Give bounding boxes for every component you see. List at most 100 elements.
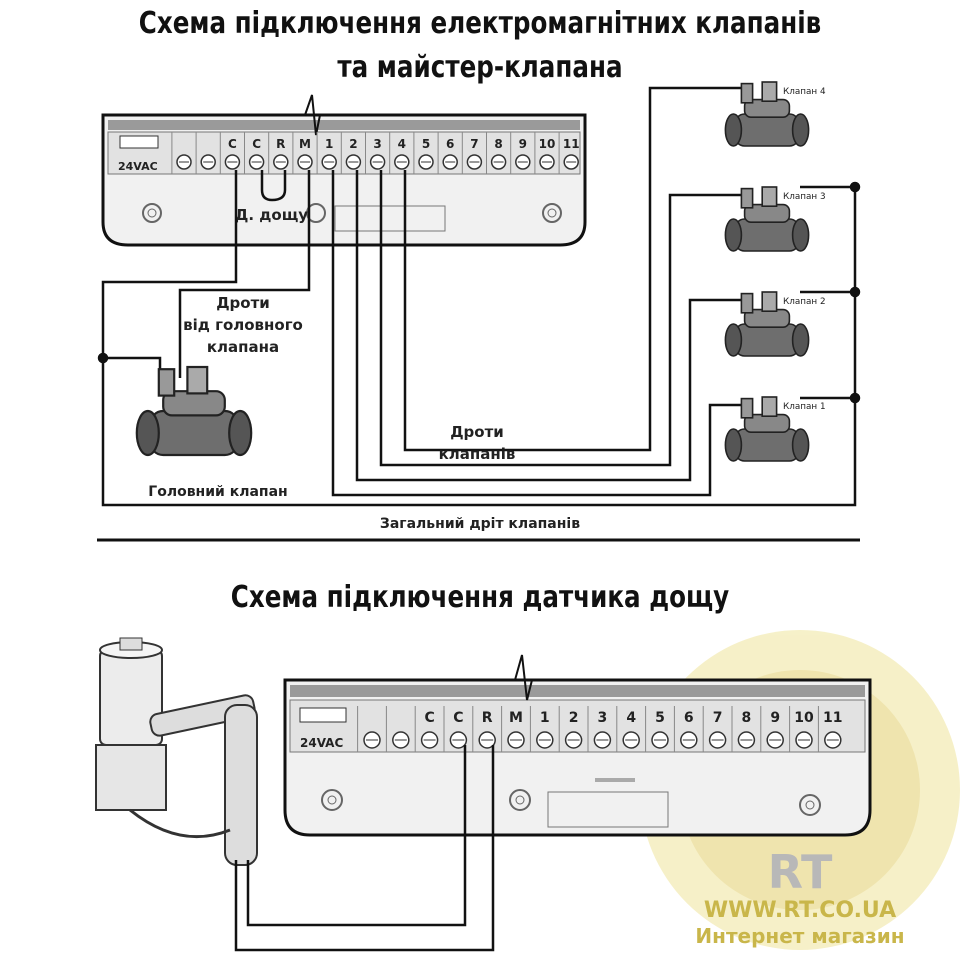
terminal-label: 6 [446, 137, 454, 151]
power-label: 24VAC [118, 160, 158, 173]
valve-wires-label-1: Дроти [450, 423, 504, 441]
top-terminal: 7 [461, 132, 483, 174]
rain-sensor [95, 637, 258, 866]
terminal-label: C [424, 710, 434, 726]
top-terminal: 6 [437, 132, 458, 174]
terminal-label: 3 [598, 710, 608, 726]
terminal-label: 10 [794, 710, 814, 726]
master-valve-wire [178, 170, 311, 378]
valve-2-wire [355, 170, 745, 482]
top-terminal: 2 [340, 132, 362, 174]
bottom-terminal: 4 [616, 706, 640, 752]
terminal-label: 10 [539, 137, 556, 151]
terminal-label: 2 [569, 710, 579, 726]
bottom-terminal: C [414, 706, 439, 752]
terminal-label: C [228, 137, 237, 151]
valve-3-wire [379, 170, 745, 467]
jumper-wire [260, 170, 287, 202]
valve-label: Клапан 4 [783, 87, 826, 97]
terminal-label: 11 [823, 710, 842, 726]
title-valves: Схема підключення електромагнітних клапа… [138, 6, 822, 41]
bottom-terminal: 1 [529, 706, 554, 752]
valve-4-wire [403, 86, 745, 452]
top-terminal [171, 132, 192, 174]
valve-label: Клапан 1 [783, 402, 826, 412]
terminal-label: 7 [470, 137, 478, 151]
terminal-label: 7 [713, 710, 723, 726]
common-wire-label: Загальний дріт клапанів [380, 516, 580, 532]
top-terminal: C [244, 132, 265, 174]
valve-3: Клапан 3 [724, 186, 826, 252]
terminal-label: R [482, 710, 493, 726]
terminal-label: 5 [655, 710, 665, 726]
rain-sensor-jumper-label: Д. дощу [235, 206, 308, 224]
rain-sensor-wires [234, 745, 495, 952]
bottom-terminal: 8 [731, 706, 756, 752]
top-terminal: C [219, 132, 241, 174]
top-terminal: 4 [389, 132, 410, 174]
master-wires-label-2: від головного [183, 316, 303, 334]
top-terminal: 1 [316, 132, 337, 174]
top-terminal: 5 [413, 132, 434, 174]
terminal-label: 4 [626, 710, 636, 726]
top-terminal: 10 [534, 132, 556, 174]
terminal-label: 9 [770, 710, 780, 726]
terminal-label: 5 [422, 137, 430, 151]
bottom-terminal: 3 [587, 706, 612, 752]
top-terminal: 3 [365, 132, 386, 174]
master-valve-label: Головний клапан [148, 484, 287, 500]
watermark-logo: RT [768, 845, 833, 899]
terminal-label: 8 [742, 710, 752, 726]
top-terminal: 11 [558, 132, 580, 174]
title-rain-sensor: Схема підключення датчика дощу [230, 580, 730, 615]
watermark-url: WWW.RT.CO.UA [704, 898, 896, 923]
terminal-label: 6 [684, 710, 694, 726]
top-terminal: 9 [510, 132, 531, 174]
watermark-shop: Интернет магазин [695, 924, 904, 948]
valve-wires-label-2: клапанів [439, 445, 516, 463]
bottom-terminal: 10 [789, 706, 814, 752]
terminal-label: 8 [494, 137, 502, 151]
bottom-terminal: 6 [673, 706, 698, 752]
valve-2: Клапан 2 [724, 291, 826, 357]
terminal-label: M [509, 710, 523, 726]
top-terminal [195, 132, 216, 174]
valve-label: Клапан 2 [783, 297, 826, 307]
bottom-terminal [385, 706, 410, 752]
valve-1-wire [331, 170, 745, 497]
terminal-label: 9 [519, 137, 527, 151]
terminal-label: 11 [563, 137, 580, 151]
master-wires-label-1: Дроти [216, 294, 270, 312]
terminal-label: 4 [398, 137, 406, 151]
bottom-terminal: 5 [645, 706, 669, 752]
terminal-label: R [276, 137, 285, 151]
top-terminal: R [268, 132, 289, 174]
top-terminal: 8 [486, 132, 507, 174]
bottom-terminal: C [443, 706, 468, 752]
wires-top [97, 86, 861, 507]
top-terminal: M [292, 132, 313, 174]
master-wires-label-3: клапана [207, 338, 279, 356]
watermark: RT WWW.RT.CO.UA Интернет магазин [695, 845, 904, 948]
common-wire [101, 170, 857, 507]
terminal-label: 1 [540, 710, 550, 726]
bottom-terminal [357, 706, 381, 752]
valve-4: Клапан 4 [724, 81, 826, 147]
valve-1: Клапан 1 [724, 396, 826, 462]
valve-label: Клапан 3 [783, 192, 826, 202]
bottom-terminal: 9 [760, 706, 784, 752]
terminal-label: M [299, 137, 311, 151]
terminal-label: 3 [373, 137, 381, 151]
bottom-terminal: R [472, 706, 496, 752]
terminal-label: C [453, 710, 463, 726]
bottom-terminal: M [501, 706, 525, 752]
bottom-terminal: 11 [817, 706, 843, 752]
terminal-label: 2 [349, 137, 357, 151]
bottom-terminal: 2 [558, 706, 583, 752]
title-valves-line2: та майстер-клапана [337, 50, 623, 85]
bottom-terminal: 7 [702, 706, 727, 752]
